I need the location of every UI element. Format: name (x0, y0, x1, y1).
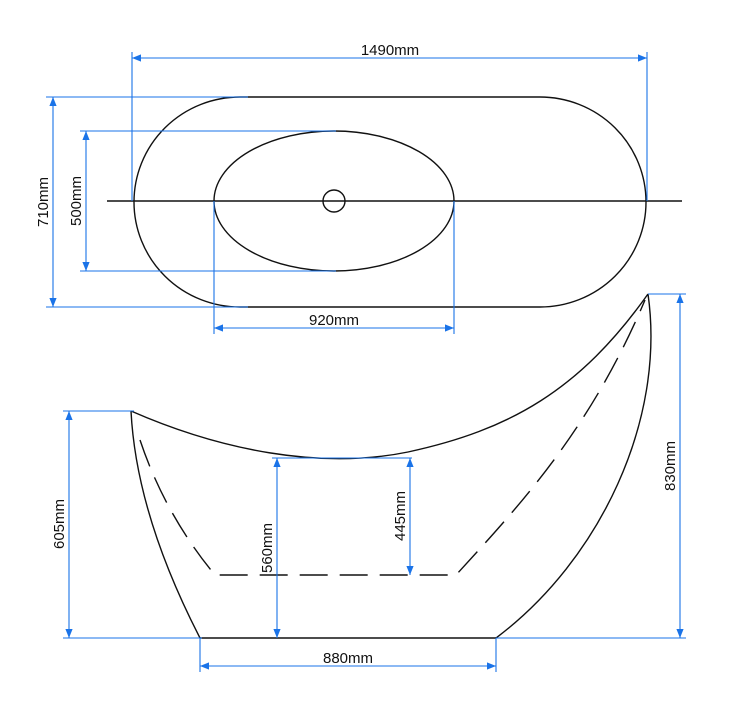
label-right-height: 830mm (662, 441, 679, 491)
dimension-left-height: 605mm (51, 410, 202, 639)
dimension-overall-width: 710mm (35, 96, 248, 308)
dimension-basin-width: 500mm (68, 130, 336, 272)
label-basin-length: 920mm (309, 312, 359, 329)
dimension-basin-length: 920mm (213, 201, 455, 334)
label-overall-width: 710mm (35, 177, 52, 227)
tub-rim-curve (130, 293, 649, 460)
dimension-outer-depth: 560mm (259, 457, 412, 638)
dimension-base-length: 880mm (199, 638, 497, 672)
tub-left-wall (130, 410, 201, 639)
dimension-right-height: 830mm (496, 293, 686, 639)
label-left-height: 605mm (51, 499, 68, 549)
label-overall-length: 1490mm (361, 42, 419, 59)
side-view: 605mm 830mm 560mm 445mm 880mm (51, 293, 686, 672)
dimension-overall-length: 1490mm (131, 42, 648, 201)
label-inner-depth: 445mm (392, 491, 409, 541)
tub-outer-rim (133, 96, 647, 308)
inner-basin-hidden-line (139, 299, 646, 576)
top-view: 1490mm 710mm 500mm 920mm (35, 42, 682, 334)
dimension-inner-depth: 445mm (392, 458, 414, 575)
tub-right-wall (495, 293, 652, 639)
label-base-length: 880mm (323, 650, 373, 667)
label-outer-depth: 560mm (259, 523, 276, 573)
label-basin-width: 500mm (68, 176, 85, 226)
